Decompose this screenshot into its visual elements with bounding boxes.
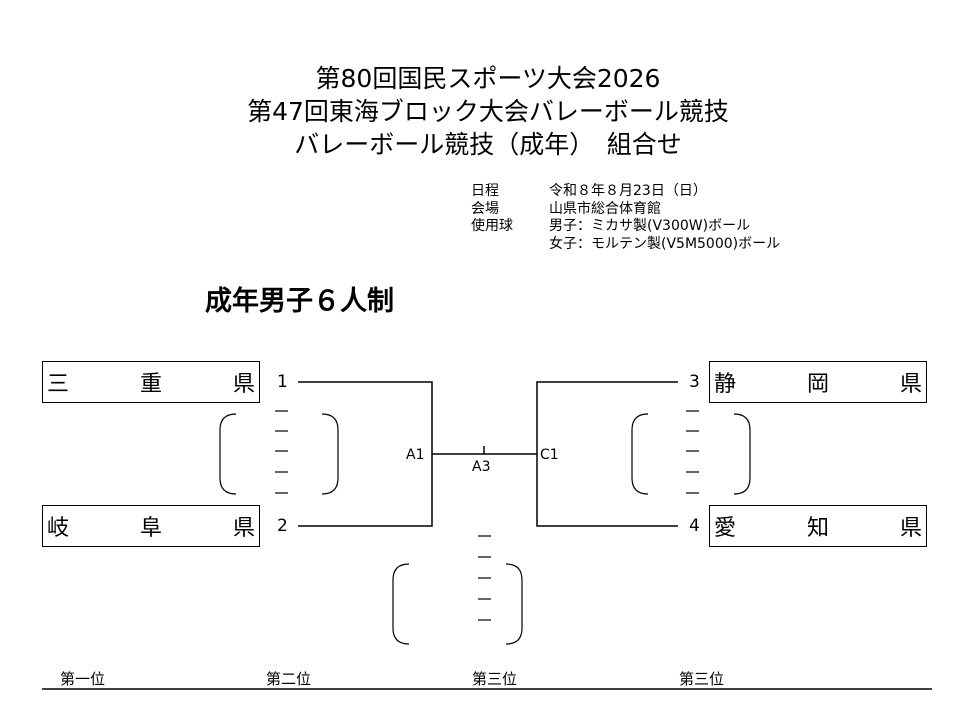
seed-number-2: 2 <box>277 516 288 536</box>
rank-second: 第二位 <box>266 670 312 688</box>
team-box-aichi: 愛 知 県 <box>709 505 927 547</box>
title-line-1: 第80回国民スポーツ大会2026 <box>315 64 661 93</box>
title-line-3: バレーボール競技（成年） 組合せ <box>294 130 682 159</box>
paren-left-open <box>219 413 237 495</box>
team-char: 阜 <box>139 516 162 541</box>
rank-first: 第一位 <box>60 670 106 688</box>
team-box-shizuoka: 静 岡 県 <box>709 361 927 403</box>
info-ball-women: 女子：モルテン製(V5M5000)ボール <box>471 236 780 254</box>
score-dashes-bottom <box>478 535 491 621</box>
schedule-value: 令和８年８月23日（日） <box>549 183 707 199</box>
rank-third-b: 第三位 <box>679 670 725 688</box>
division-title: 成年男子６人制 <box>205 286 394 317</box>
team-char: 愛 <box>714 516 737 541</box>
rank-third-a: 第三位 <box>472 670 518 688</box>
score-dashes-left <box>275 410 288 494</box>
ball-men: 男子：ミカサ製(V300W)ボール <box>549 218 751 234</box>
match-label-c1: C1 <box>540 447 559 463</box>
team-char: 知 <box>806 516 829 541</box>
info-block: 日程 令和８年８月23日（日） 会場 山県市総合体育館 使用球 男子：ミカサ製(… <box>471 183 780 253</box>
ball-label: 使用球 <box>471 218 513 234</box>
seed-number-3: 3 <box>689 372 700 392</box>
venue-value: 山県市総合体育館 <box>549 200 661 217</box>
seed-number-4: 4 <box>689 516 700 536</box>
venue-label: 会場 <box>471 200 499 217</box>
title-line-2: 第47回東海ブロック大会バレーボール競技 <box>247 97 729 126</box>
team-char: 岡 <box>806 372 829 397</box>
team-char: 静 <box>714 372 737 397</box>
info-schedule: 日程 令和８年８月23日（日） <box>471 183 780 201</box>
match-label-a3: A3 <box>472 459 491 475</box>
team-char: 県 <box>232 516 255 541</box>
ball-women: 女子：モルテン製(V5M5000)ボール <box>549 235 781 252</box>
schedule-label: 日程 <box>471 183 499 199</box>
team-char: 県 <box>899 372 922 397</box>
team-char: 三 <box>47 372 70 397</box>
score-dashes-right <box>686 410 699 494</box>
paren-right-open <box>631 413 649 495</box>
team-char: 岐 <box>47 516 70 541</box>
paren-right-close <box>733 413 751 495</box>
seed-number-1: 1 <box>277 372 288 392</box>
info-venue: 会場 山県市総合体育館 <box>471 201 780 219</box>
match-label-a1: A1 <box>406 447 425 463</box>
team-box-mie: 三 重 県 <box>42 361 260 403</box>
team-box-gifu: 岐 阜 県 <box>42 505 260 547</box>
team-char: 県 <box>899 516 922 541</box>
paren-left-close <box>321 413 339 495</box>
team-char: 重 <box>139 372 162 397</box>
paren-bottom-close <box>505 563 523 645</box>
team-char: 県 <box>232 372 255 397</box>
info-ball: 使用球 男子：ミカサ製(V300W)ボール <box>471 218 780 236</box>
paren-bottom-open <box>392 563 410 645</box>
